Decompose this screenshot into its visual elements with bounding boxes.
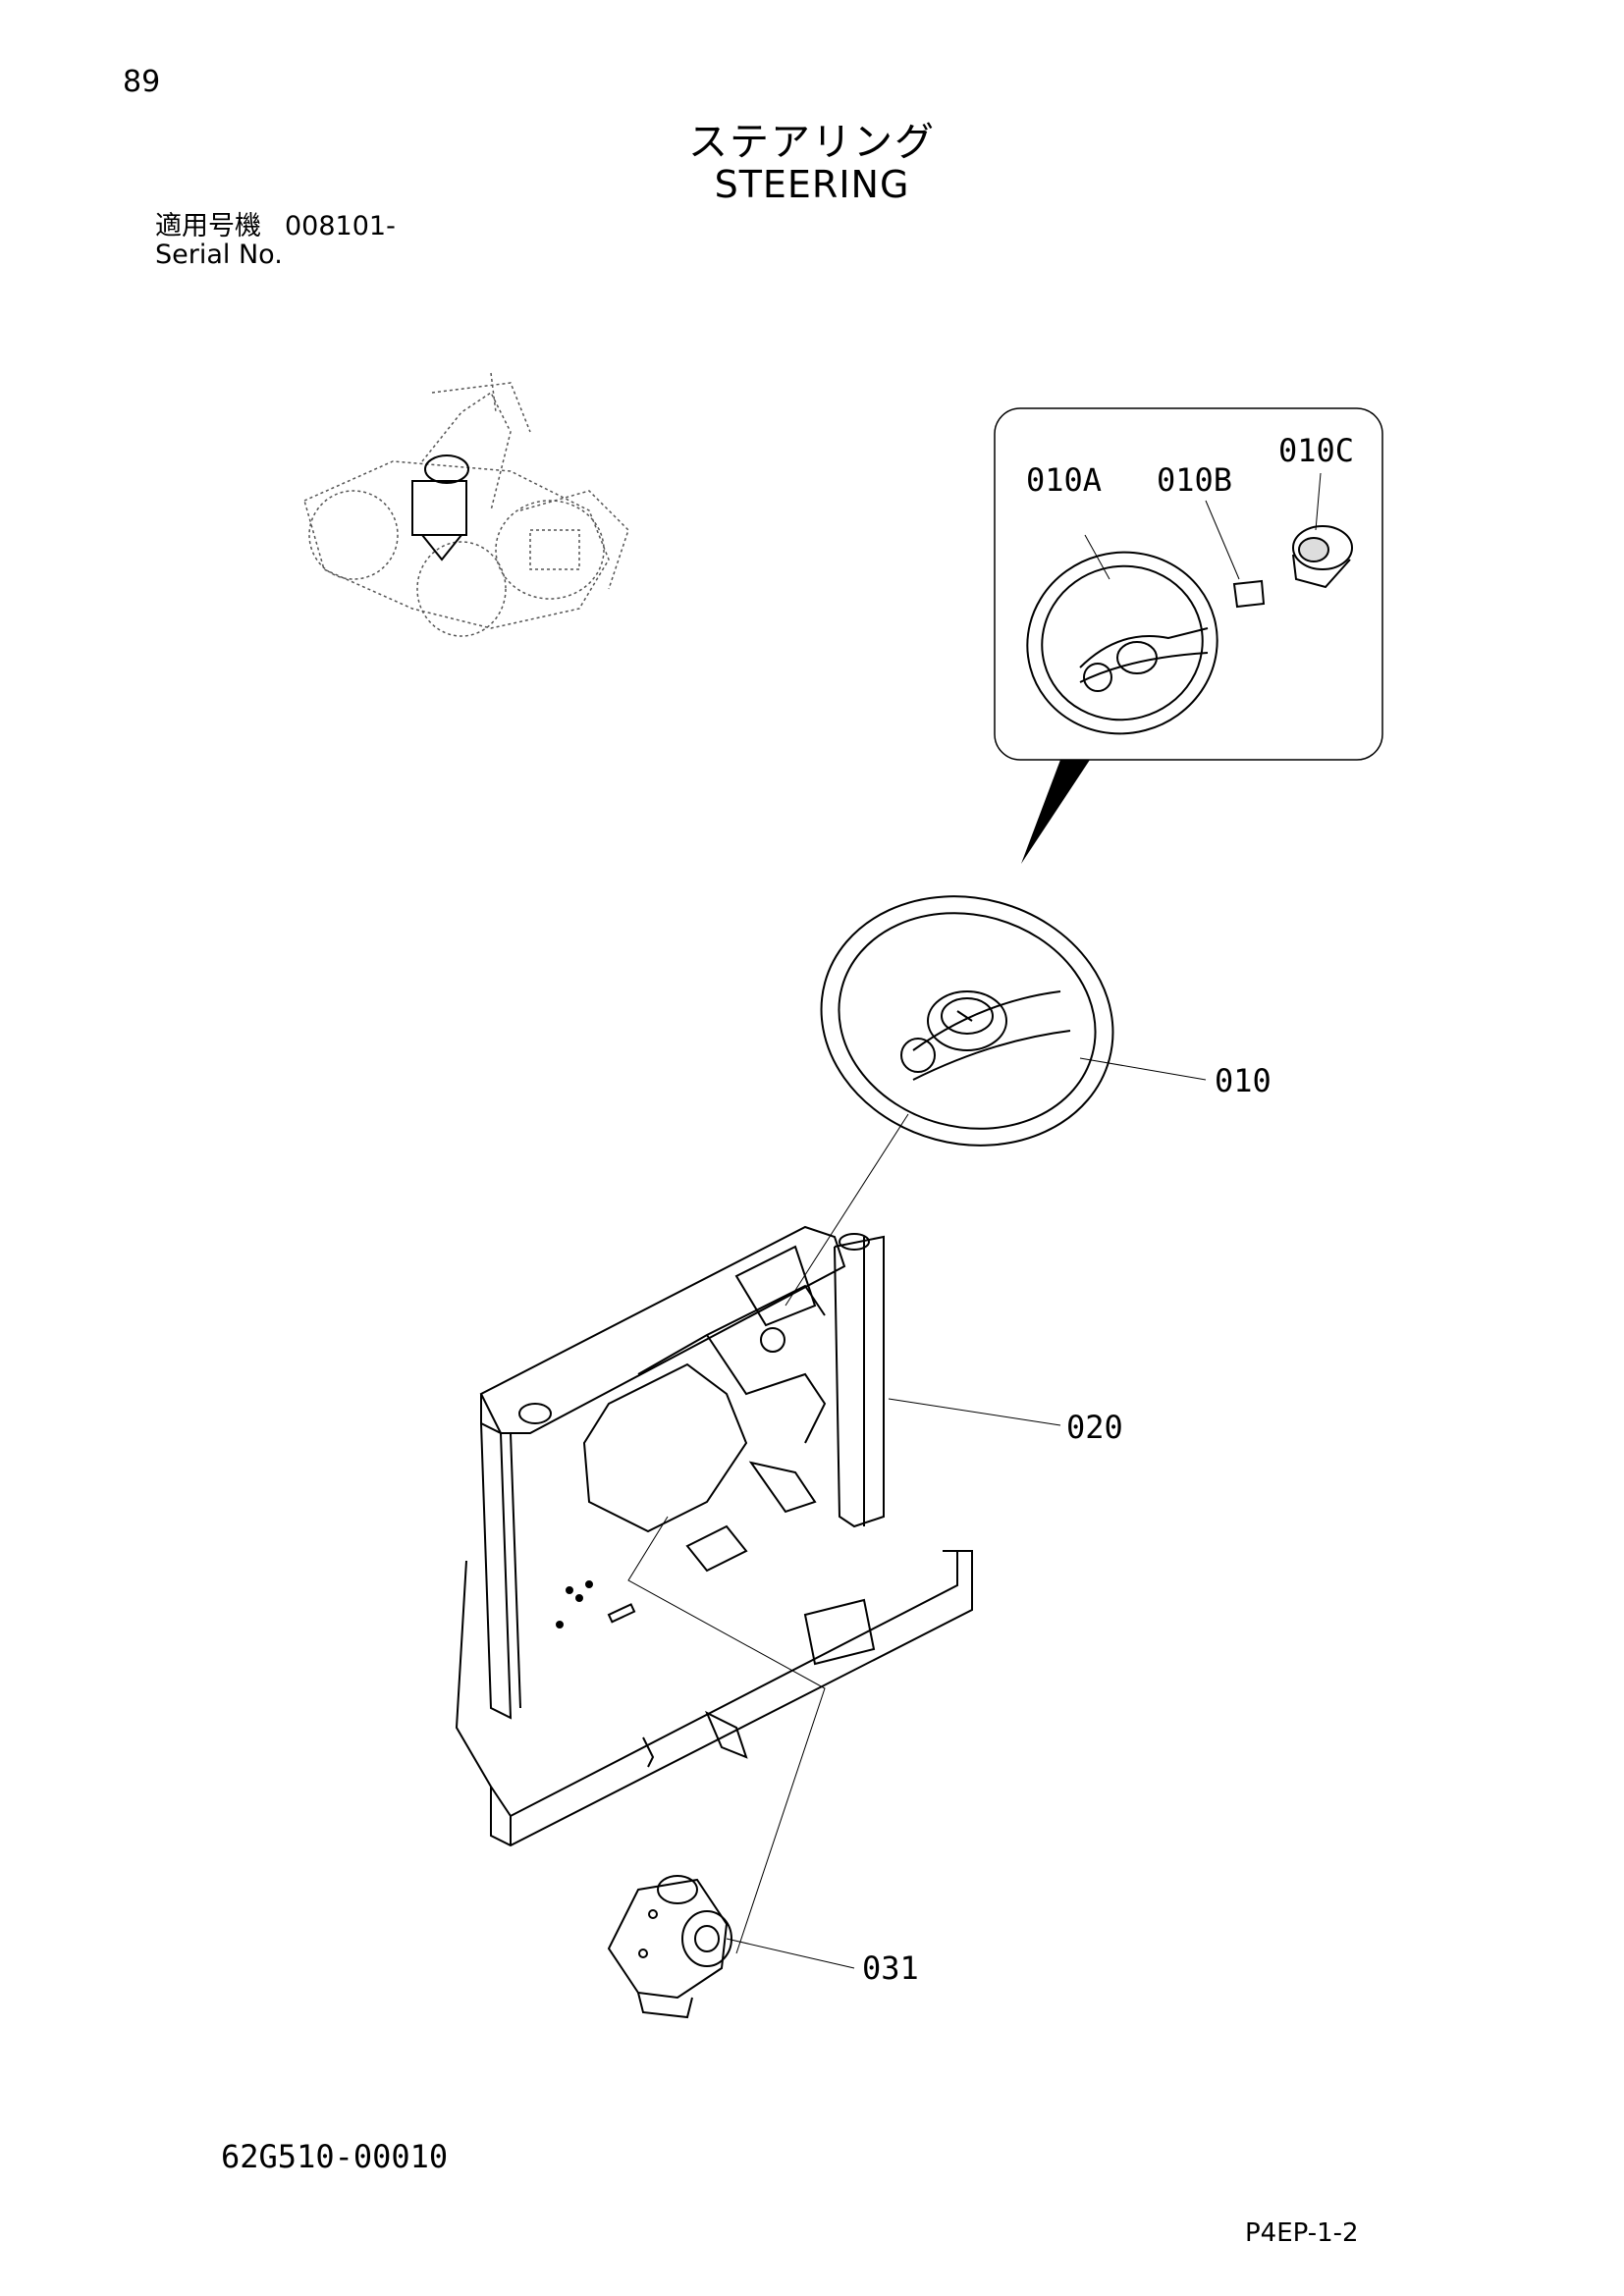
callout-010A: 010A	[1026, 461, 1102, 499]
vehicle-steering-highlight	[411, 454, 469, 561]
callout-031: 031	[862, 1949, 919, 1987]
serial-label-en: Serial No.	[155, 240, 283, 270]
steering-wheel-illustration	[820, 895, 1114, 1147]
leader-031-path	[627, 1516, 826, 1954]
page-code: P4EP-1-2	[1245, 2218, 1359, 2248]
steering-wheel-detail-box	[994, 407, 1383, 864]
callout-020: 020	[1066, 1409, 1123, 1446]
detail-pointer-icon	[1021, 760, 1090, 864]
leader-031	[726, 1938, 855, 1969]
callout-010C: 010C	[1278, 432, 1354, 469]
leader-020	[888, 1398, 1061, 1426]
serial-value: 008101-	[285, 211, 396, 241]
page-number: 89	[123, 65, 161, 99]
vehicle-overview-illustration	[303, 372, 629, 637]
serial-row: 適用号機 008101-	[155, 204, 396, 242]
callout-010: 010	[1215, 1062, 1272, 1099]
page-title-en: STEERING	[714, 163, 910, 206]
emblem-plate	[1232, 579, 1266, 609]
steering-unit-illustration	[607, 1875, 732, 2019]
page-title-jp: ステアリング	[688, 120, 936, 165]
callout-010B: 010B	[1157, 461, 1232, 499]
leader-shaft	[785, 1113, 909, 1307]
steering-frame-illustration	[455, 1225, 973, 1847]
serial-label-jp: 適用号機	[155, 211, 261, 241]
leader-010	[1079, 1057, 1207, 1081]
document-number: 62G510-00010	[221, 2138, 449, 2175]
